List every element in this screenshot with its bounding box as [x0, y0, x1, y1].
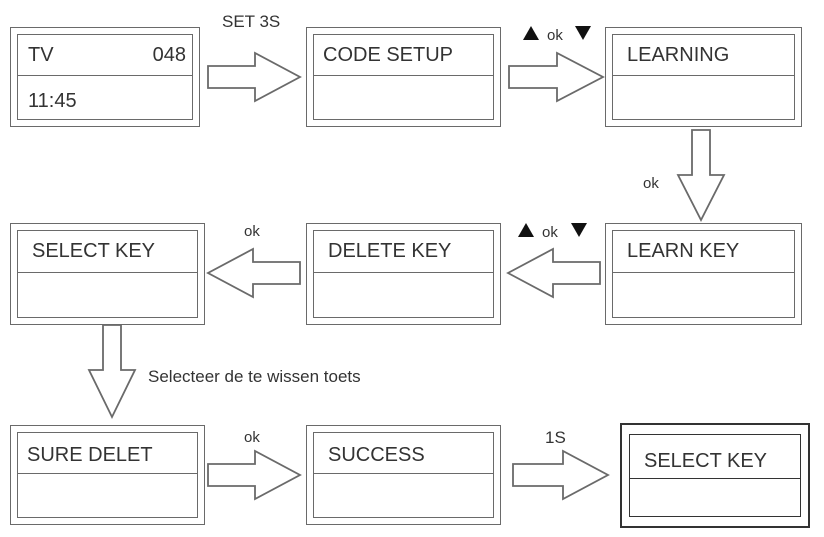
- screen-learn-key-title: LEARN KEY: [627, 240, 740, 262]
- label-nav-ok-2: ok: [542, 224, 558, 241]
- arrow-down-2: [87, 324, 137, 420]
- screen-tv: TV 048 11:45: [10, 27, 200, 127]
- screen-sure-delet-title: SURE DELET: [27, 444, 153, 466]
- label-ok-down: ok: [643, 175, 659, 192]
- label-set-3s: SET 3S: [222, 12, 281, 31]
- screen-tv-time: 11:45: [28, 90, 77, 112]
- screen-code-setup: CODE SETUP: [306, 27, 501, 127]
- arrow-right-3: [207, 449, 302, 501]
- screen-success: SUCCESS: [306, 425, 501, 525]
- triangle-up-icon: [523, 26, 539, 40]
- screen-delete-key: DELETE KEY: [306, 223, 501, 325]
- screen-tv-code: 048: [152, 44, 186, 66]
- arrow-down-1: [676, 129, 726, 222]
- label-nav-ok-1: ok: [547, 27, 563, 44]
- arrow-right-4: [512, 449, 610, 501]
- arrow-right-1: [207, 51, 302, 103]
- screen-success-title: SUCCESS: [328, 444, 425, 466]
- arrow-left-1: [506, 247, 601, 299]
- label-1s: 1S: [545, 428, 566, 447]
- arrow-left-2: [206, 247, 301, 299]
- screen-select-key-title: SELECT KEY: [32, 240, 156, 262]
- triangle-up-icon: [518, 223, 534, 237]
- arrow-right-2: [508, 51, 605, 103]
- screen-learning-title: LEARNING: [627, 44, 730, 66]
- screen-select-key: SELECT KEY: [10, 223, 205, 325]
- label-ok-right: ok: [244, 429, 260, 446]
- screen-select-key-final: SELECT KEY: [620, 423, 810, 528]
- triangle-down-icon: [571, 223, 587, 237]
- screen-delete-key-title: DELETE KEY: [328, 240, 452, 262]
- screen-learn-key: LEARN KEY: [605, 223, 802, 325]
- screen-sure-delet: SURE DELET: [10, 425, 205, 525]
- triangle-down-icon: [575, 26, 591, 40]
- screen-code-setup-title: CODE SETUP: [323, 44, 454, 66]
- screen-select-key-final-title: SELECT KEY: [644, 450, 768, 472]
- screen-tv-title: TV: [28, 44, 54, 66]
- label-select-instruction: Selecteer de te wissen toets: [148, 367, 361, 386]
- label-ok-left: ok: [244, 223, 260, 240]
- screen-learning: LEARNING: [605, 27, 802, 127]
